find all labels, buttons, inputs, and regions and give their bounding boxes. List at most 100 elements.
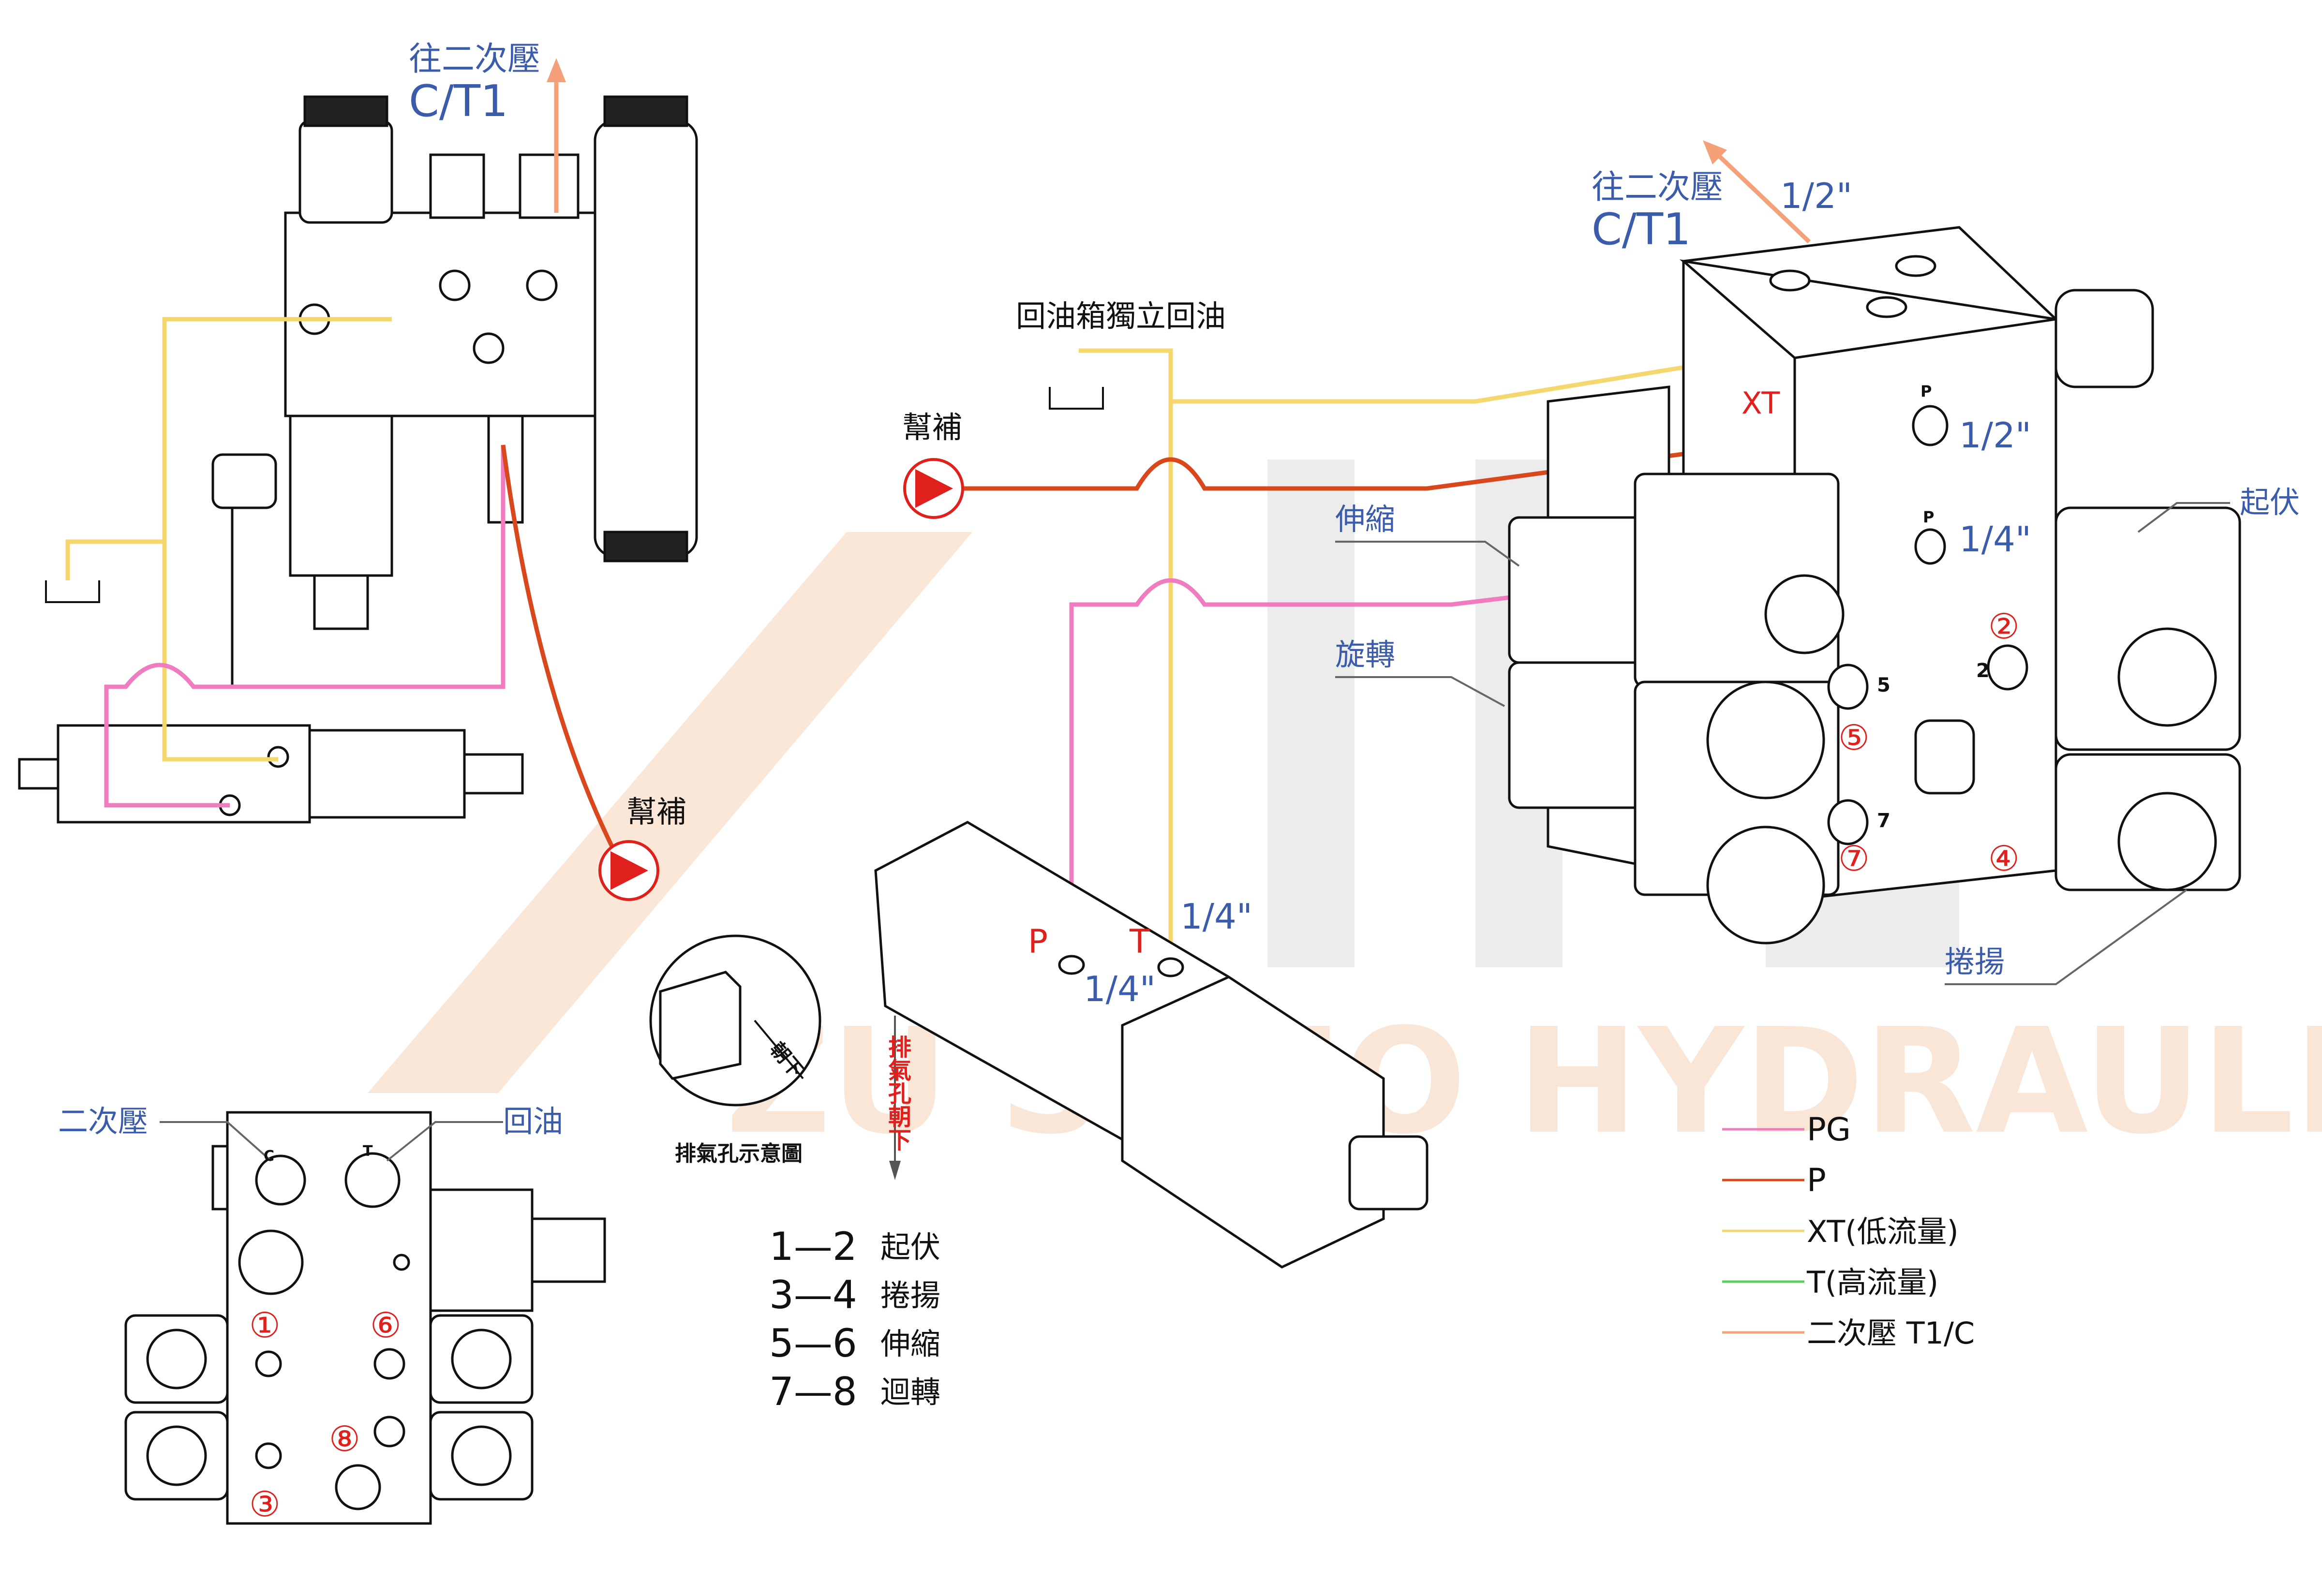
coil-2 [1706,826,1825,945]
label-port-2-num: 2 [1976,660,1990,682]
bottom-manifold [124,1111,606,1525]
mapping-pair-4: 7—8 [769,1369,857,1414]
label-t-valve: T [1129,923,1150,961]
label-port-7-num: 7 [1877,810,1890,832]
cylinder-end [463,753,524,795]
bottom-port-8 [373,1416,405,1448]
circled-2: ② [1988,606,2020,647]
mapping-func-2: 捲揚 [880,1278,940,1313]
top-left-valve-assembly [211,95,698,687]
label-size-half-top: 1/2" [1780,176,1852,216]
label-port-c: C [264,1148,274,1165]
label-port-t: T [363,1143,373,1160]
hydraulic-lines [65,68,1931,967]
label-pump-mid: 幫補 [902,410,962,445]
label-luffing: 起伏 [2240,485,2300,520]
legend-label-xt: XT(低流量) [1807,1214,1959,1249]
label-p-port-mid: P [1923,508,1934,526]
top-valve-1 [429,153,485,219]
circled-7: ⑦ [1838,838,1870,879]
legend-label-secondary: 二次壓 T1/C [1807,1315,1975,1351]
right-port-p-top [1912,405,1949,446]
p-line-left [501,444,622,862]
bottom-port-3 [255,1442,282,1469]
watermark-block-1 [1267,459,1354,967]
coil-bl [146,1425,207,1486]
center-valve-solenoid [1121,975,1385,1269]
circled-8: ⑧ [329,1419,360,1459]
bottom-fitting-2 [335,1464,381,1510]
right-port-5 [1827,664,1869,710]
label-p-port-top: P [1920,382,1932,400]
pump-symbol-right [903,458,964,519]
mapping-pair-3: 5—6 [769,1321,857,1366]
xt-line-right [1171,355,1742,404]
center-valve [874,821,1429,1269]
label-rotation: 旋轉 [1335,637,1395,672]
mapping-func-1: 起伏 [880,1229,940,1265]
callout-secondary [160,1121,272,1162]
right-coil-upper [2117,627,2217,727]
top-port-3 [1866,296,1907,318]
right-port-2 [1987,644,2028,691]
cylinder-rod [18,758,60,790]
callout-rotation [1335,676,1505,707]
coil-1 [1706,680,1825,799]
label-size-quarter-b: 1/4" [1084,969,1156,1009]
coil-br [451,1425,512,1486]
right-manifold-assembly [1508,226,2241,945]
solenoid-right [594,119,698,558]
right-coil-lower [2117,792,2217,891]
port-center-c [473,332,505,364]
label-ct1-top-right: C/T1 [1592,204,1691,255]
solenoid-lower-left [289,414,393,577]
mapping-pair-1: 1—2 [769,1224,857,1269]
port-center-a [439,269,471,301]
bottom-left-tab [211,1145,229,1211]
solenoid-right-cap-bottom [603,531,688,562]
right-fitting [1914,719,1975,795]
label-vent-down: 排氣孔朝下 [884,1035,911,1151]
label-secondary-top-left: 往二次壓 [409,40,540,78]
label-port-5-num: 5 [1877,674,1890,696]
bottom-fitting-1 [238,1229,304,1295]
coil-top [1764,574,1845,654]
bottom-port-1 [255,1350,282,1377]
vent-arrow-head [889,1161,901,1180]
label-ct1-top-left: C/T1 [409,76,508,127]
cylinder-port-a [267,746,289,768]
circled-1: ① [249,1305,281,1345]
top-port-2 [1895,255,1936,277]
bottom-callouts [160,1121,503,1162]
circled-4: ④ [1988,838,2020,879]
circled-3: ③ [249,1484,281,1524]
solenoid-left-cap [303,95,388,127]
top-valve-2 [519,153,580,219]
connector-box [211,453,277,509]
right-callouts [1335,502,2230,985]
label-xt: XT [1742,385,1780,421]
coil-tl [146,1329,207,1389]
text-labels: 往二次壓 C/T1 幫補 往二次壓 C/T1 1/2" 回油箱獨立回油 幫補 X… [58,40,2300,1524]
solenoid-left-top [298,119,393,224]
coil-tr [451,1329,512,1389]
p-line-right [963,418,1931,491]
label-size-quarter-a: 1/4" [1180,896,1252,937]
port-mapping-list: 1—2 起伏 3—4 捲揚 5—6 伸縮 7—8 迴轉 [769,1224,940,1414]
label-p-valve: P [1028,923,1048,961]
bottom-port-6 [373,1348,405,1380]
tank-symbol-center [1049,387,1104,410]
xt-line-left [162,317,392,762]
vent-diagram [649,934,821,1107]
top-port-1 [1769,269,1811,292]
tank-symbol-left [45,580,100,603]
callout-hoisting [1945,889,2188,985]
bottom-small-port [393,1254,410,1271]
cylinder-body [57,724,311,824]
label-p-port-mid-size: 1/4" [1959,519,2031,560]
lower-left-plug [313,574,369,630]
label-secondary-bottom: 二次壓 [58,1104,148,1139]
bottom-right-block [429,1188,534,1312]
label-return-tank: 回油箱獨立回油 [1016,298,1226,334]
